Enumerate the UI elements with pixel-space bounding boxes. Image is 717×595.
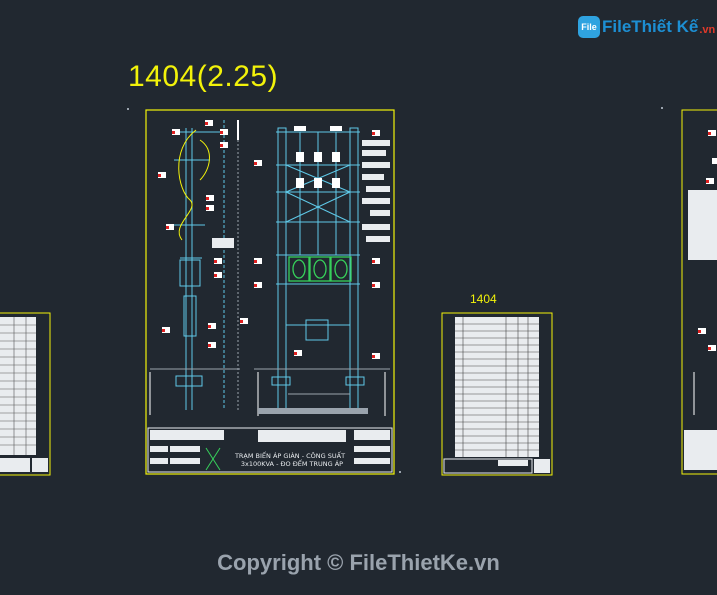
notes-block	[212, 140, 390, 414]
logo-badge: File	[578, 16, 600, 38]
right-partial-sheet	[681, 109, 717, 475]
transformers	[288, 256, 352, 282]
insulators	[294, 126, 342, 188]
title-block: TRẠM BIẾN ÁP GIÀN - CÔNG SUẤT 3x100KVA -…	[147, 427, 393, 473]
left-partial-sheet	[0, 312, 51, 476]
filethietke-logo: File FileThiết Kế .vn	[578, 14, 715, 40]
front-elevation	[254, 127, 390, 416]
snap-markers	[127, 107, 663, 473]
copyright-watermark: Copyright © FileThietKe.vn	[217, 550, 500, 575]
callout-markers	[158, 120, 380, 359]
title-block-caption-1: TRẠM BIẾN ÁP GIÀN - CÔNG SUẤT	[234, 450, 345, 460]
logo-suffix: .vn	[699, 23, 716, 36]
middle-table-sheet[interactable]	[441, 312, 553, 476]
logo-text: FileThiết Kế	[602, 17, 699, 36]
title-block-caption-2: 3x100KVA - ĐO ĐẾM TRUNG ÁP	[241, 458, 343, 468]
side-drawing-title: 1404	[470, 292, 497, 306]
main-sheet[interactable]: TRẠM BIẾN ÁP GIÀN - CÔNG SUẤT 3x100KVA -…	[145, 109, 395, 475]
main-drawing-title: 1404(2.25)	[128, 60, 279, 93]
cable-curves	[178, 129, 210, 241]
side-elevation	[149, 120, 240, 415]
